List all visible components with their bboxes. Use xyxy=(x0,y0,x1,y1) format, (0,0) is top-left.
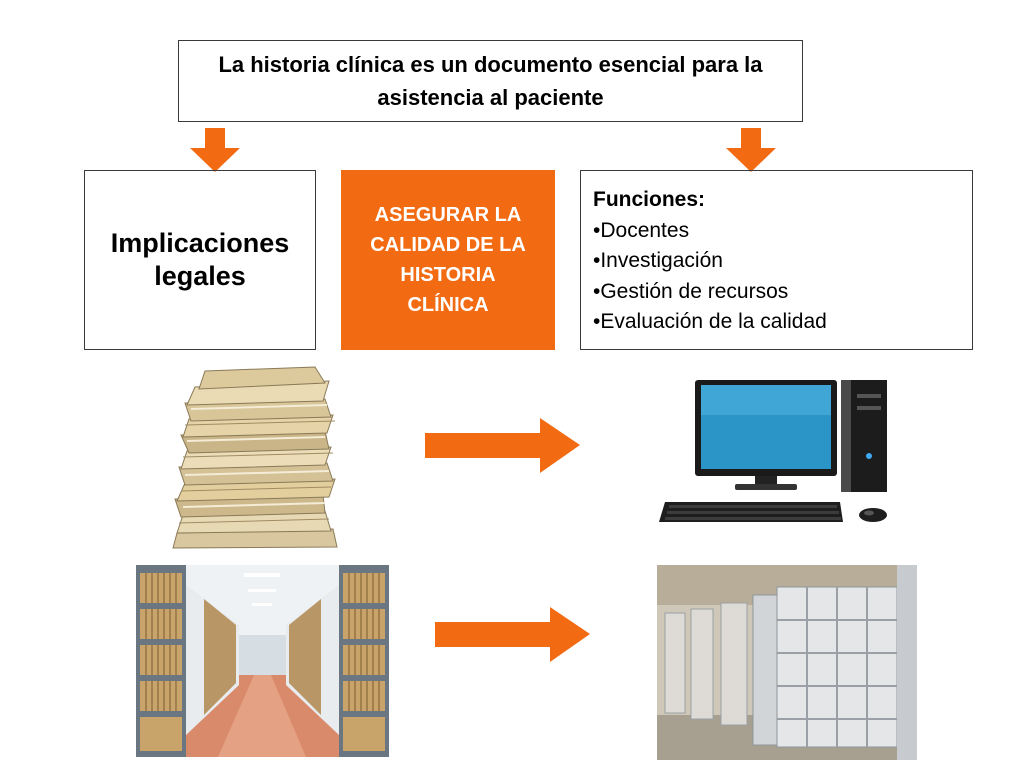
legal-implications-text: Implicaciones legales xyxy=(110,228,290,291)
functions-item: •Investigación xyxy=(593,249,723,272)
computer-image xyxy=(659,380,887,522)
quality-goal-box: ASEGURAR LA CALIDAD DE LA HISTORIA CLÍNI… xyxy=(341,170,555,350)
functions-item: •Gestión de recursos xyxy=(593,279,789,303)
quality-goal-text: ASEGURAR LA CALIDAD DE LA HISTORIA CLÍNI… xyxy=(370,204,526,316)
right-arrow-top-icon xyxy=(425,418,580,473)
down-arrow-right-icon xyxy=(726,128,776,172)
legal-implications-box: Implicaciones legales xyxy=(84,170,316,350)
functions-box: Funciones: •Docentes •Investigación •Ges… xyxy=(580,170,973,350)
paper-stack-image xyxy=(172,366,338,549)
title-text: La historia clínica es un documento esen… xyxy=(218,52,763,110)
empty-archive-room-image xyxy=(657,565,917,760)
right-arrow-bottom-icon xyxy=(435,607,590,662)
title-box: La historia clínica es un documento esen… xyxy=(178,40,803,122)
down-arrow-left-icon xyxy=(190,128,240,172)
functions-item: •Evaluación de la calidad xyxy=(593,310,827,333)
functions-item: •Docentes xyxy=(593,218,690,242)
paper-archive-room-image xyxy=(136,565,389,757)
functions-heading: Funciones: xyxy=(593,188,706,211)
